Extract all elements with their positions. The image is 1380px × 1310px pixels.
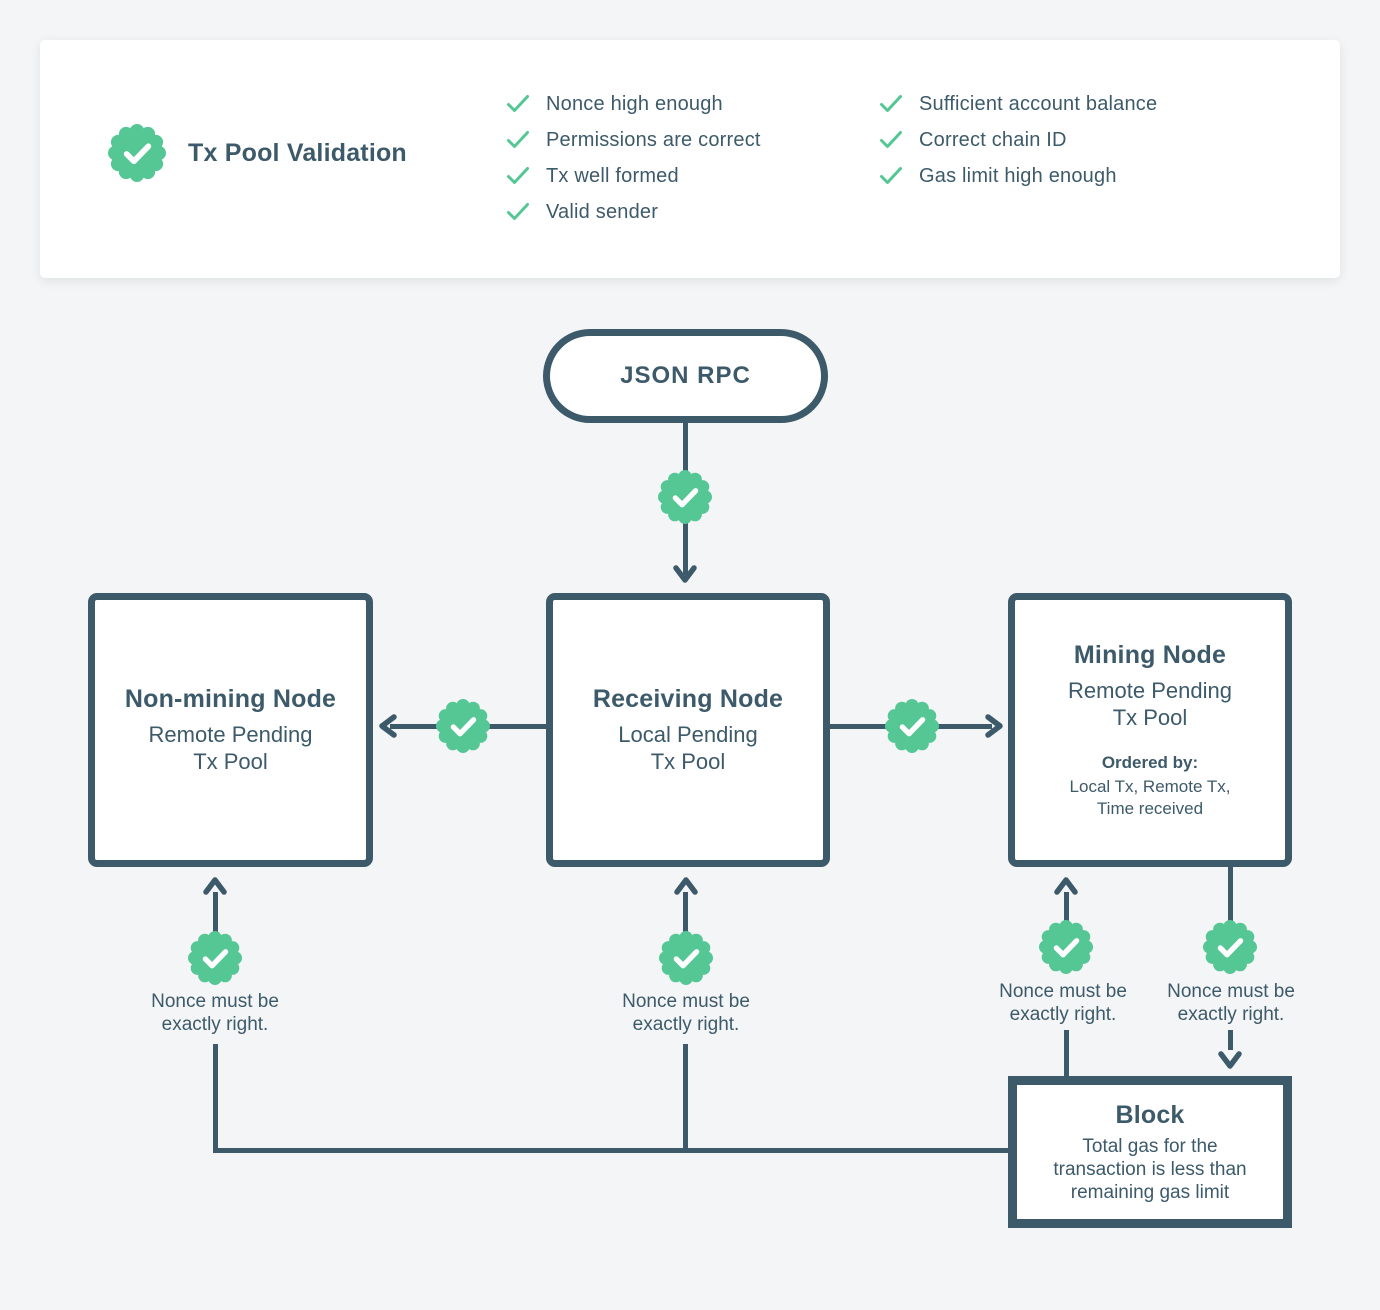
checklist-column-2: Sufficient account balance Correct chain… [878, 86, 1157, 194]
seal-check-icon [885, 699, 939, 753]
checklist-label: Nonce high enough [546, 92, 723, 115]
seal-check-icon [188, 931, 242, 985]
checklist-item: Valid sender [505, 194, 761, 230]
check-icon [880, 131, 902, 148]
checklist-label: Sufficient account balance [919, 92, 1158, 115]
checklist-label: Gas limit high enough [919, 164, 1117, 187]
connector-block-to-receiving [683, 892, 688, 960]
node-subtitle: Total gas for the transaction is less th… [1053, 1135, 1247, 1203]
seal-check-icon [659, 931, 713, 985]
connector-block-to-mining [1064, 1030, 1069, 1076]
check-icon [507, 203, 529, 220]
connector-block-to-nonmining [213, 892, 218, 960]
node-subtitle: Local Pending Tx Pool [618, 722, 758, 774]
seal-check-icon [1203, 920, 1257, 974]
block-node: Block Total gas for the transaction is l… [1008, 1076, 1292, 1228]
arrow-down-icon [670, 556, 700, 586]
node-title: Block [1115, 1100, 1185, 1129]
receiving-node: Receiving Node Local Pending Tx Pool [546, 593, 830, 867]
seal-check-icon [1039, 920, 1093, 974]
check-icon [880, 95, 902, 112]
connector-mining-to-block [1228, 867, 1233, 947]
nonce-note: Nonce must be exactly right. [999, 981, 1127, 1025]
checklist-item: Tx well formed [505, 158, 761, 194]
checklist-label: Tx well formed [546, 164, 679, 187]
validation-legend-card: Tx Pool Validation Nonce high enough Per… [40, 40, 1340, 278]
seal-check-icon [658, 470, 712, 524]
arrow-left-icon [376, 711, 406, 741]
node-subtitle: Remote Pending Tx Pool [148, 722, 313, 774]
json-rpc-label: JSON RPC [620, 362, 751, 389]
node-title: Mining Node [1073, 640, 1227, 669]
json-rpc-node: JSON RPC [543, 329, 828, 423]
check-icon [507, 95, 529, 112]
connector-block-to-nonmining [213, 1044, 218, 1153]
nonce-note: Nonce must be exactly right. [1167, 981, 1295, 1025]
node-subtitle: Remote Pending Tx Pool [1068, 677, 1232, 730]
checklist-label: Permissions are correct [546, 128, 761, 151]
ordered-by-label: Ordered by: [1101, 752, 1199, 772]
non-mining-node: Non-mining Node Remote Pending Tx Pool [88, 593, 373, 867]
checklist-label: Correct chain ID [919, 128, 1067, 151]
check-icon [507, 167, 529, 184]
ordered-by-value: Local Tx, Remote Tx, Time received [1069, 776, 1231, 818]
nonce-note: Nonce must be exactly right. [622, 991, 750, 1035]
arrow-down-icon [1215, 1042, 1245, 1072]
mining-node: Mining Node Remote Pending Tx Pool Order… [1008, 593, 1292, 867]
card-title: Tx Pool Validation [188, 138, 407, 167]
checklist-item: Nonce high enough [505, 86, 761, 122]
connector-block-to-mining [1064, 892, 1069, 947]
connector-block-to-receiving [683, 1044, 688, 1153]
checklist-item: Gas limit high enough [878, 158, 1157, 194]
checklist-label: Valid sender [546, 200, 659, 223]
checklist-column-1: Nonce high enough Permissions are correc… [505, 86, 761, 230]
node-title: Non-mining Node [124, 685, 337, 713]
check-icon [880, 167, 902, 184]
nonce-note: Nonce must be exactly right. [151, 991, 279, 1035]
checklist-item: Permissions are correct [505, 122, 761, 158]
seal-check-icon [108, 124, 166, 182]
connector-mining-to-block [1228, 1030, 1233, 1050]
checklist-item: Correct chain ID [878, 122, 1157, 158]
seal-check-icon [436, 699, 490, 753]
check-icon [507, 131, 529, 148]
legend-heading: Tx Pool Validation [108, 124, 407, 182]
arrow-right-icon [976, 711, 1006, 741]
connector-block-feedback-rail [213, 1148, 1008, 1153]
checklist-item: Sufficient account balance [878, 86, 1157, 122]
node-title: Receiving Node [592, 685, 784, 713]
